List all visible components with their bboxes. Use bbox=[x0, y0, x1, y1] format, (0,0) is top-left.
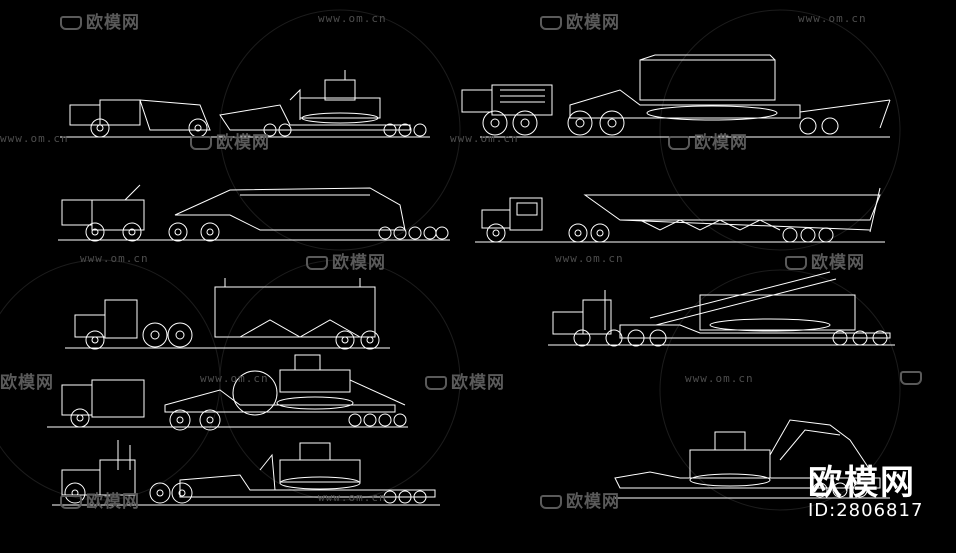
bulk-silo-trailer-rig bbox=[65, 278, 390, 350]
watermark-brand: 欧模网 bbox=[0, 373, 54, 393]
boat-hull-trailer-rig bbox=[475, 187, 885, 243]
watermark-brand: 欧模网 bbox=[668, 128, 748, 153]
watermark-url: www.om.cn bbox=[318, 12, 387, 25]
watermark-url: www.om.cn bbox=[685, 372, 754, 385]
watermark-url: www.om.cn bbox=[798, 12, 867, 25]
watermark-url: www.om.cn bbox=[80, 252, 149, 265]
watermark-brand: 欧模网 bbox=[190, 128, 270, 153]
watermark-brand bbox=[900, 368, 926, 388]
watermark-brand: 欧模网 bbox=[60, 487, 140, 512]
watermark-url: www.om.cn bbox=[318, 491, 387, 504]
watermark-url: www.om.cn bbox=[450, 132, 519, 145]
watermark-brand: 欧模网 bbox=[540, 8, 620, 33]
watermark-arcs bbox=[0, 9, 901, 511]
resource-id-label: ID:2806817 bbox=[808, 500, 924, 521]
excavator-lowboy bbox=[614, 419, 890, 499]
watermark-brand: 欧模网 bbox=[425, 368, 505, 393]
watermark-url: www.om.cn bbox=[200, 372, 269, 385]
brand-logo-text: 欧模网 bbox=[808, 463, 916, 503]
tanker-trailer-rig bbox=[58, 184, 450, 242]
watermark-url: www.om.cn bbox=[0, 132, 69, 145]
scraper-truck-and-dozer-lowboy bbox=[60, 70, 430, 138]
conveyor-crawler-lowboy bbox=[548, 271, 895, 347]
trencher-lowboy bbox=[47, 354, 408, 431]
watermark-url: www.om.cn bbox=[555, 252, 624, 265]
watermark-brand: 欧模网 bbox=[306, 248, 386, 273]
watermark-brand: 欧模网 bbox=[60, 8, 140, 33]
tank-tractor-lowboy bbox=[461, 54, 891, 138]
watermark-brand: 欧模网 bbox=[785, 248, 865, 273]
watermark-brand: 欧模网 bbox=[540, 487, 620, 512]
